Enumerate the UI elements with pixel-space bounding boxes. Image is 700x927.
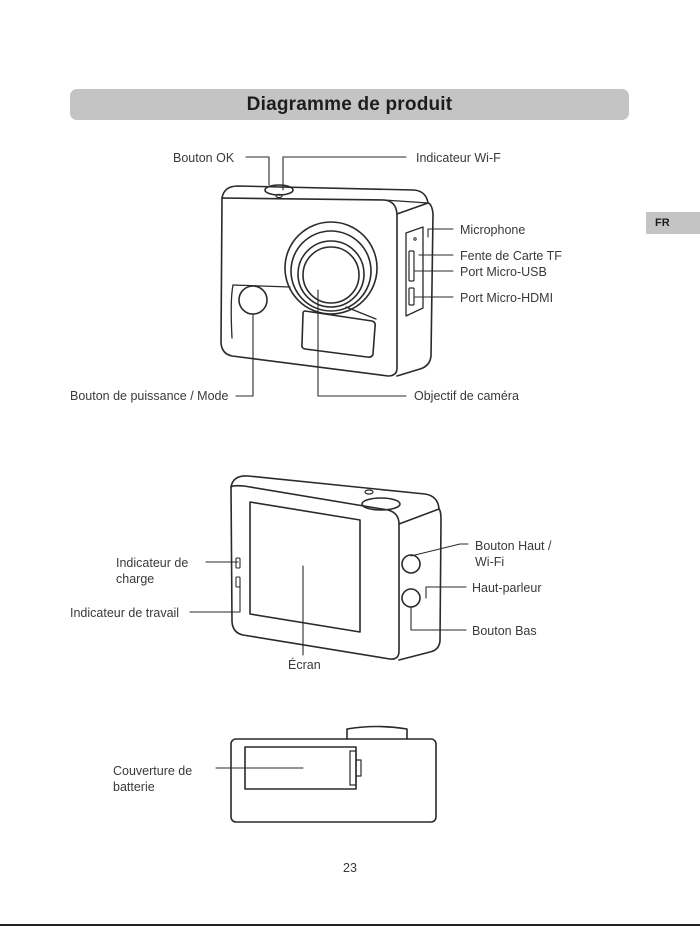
power-button-shape xyxy=(239,286,267,314)
label-wifi-indicator: Indicateur Wi-F xyxy=(416,150,501,166)
bottom-rule xyxy=(0,924,700,926)
label-battery-line2: batterie xyxy=(113,779,155,795)
label-ok-button: Bouton OK xyxy=(173,150,234,166)
label-lens: Objectif de caméra xyxy=(414,388,519,404)
label-work-indicator: Indicateur de travail xyxy=(70,605,179,621)
label-up-wifi-line2: Wi-Fi xyxy=(475,554,504,570)
label-charge-line1: Indicateur de xyxy=(116,555,188,571)
page-number: 23 xyxy=(0,861,700,875)
label-screen: Écran xyxy=(288,657,321,673)
lens-shape xyxy=(285,222,377,314)
camera-bottom-view xyxy=(231,727,436,823)
label-down-button: Bouton Bas xyxy=(472,623,537,639)
label-up-wifi-line1: Bouton Haut / xyxy=(475,538,551,554)
label-speaker: Haut-parleur xyxy=(472,580,541,596)
label-microphone: Microphone xyxy=(460,222,525,238)
label-battery-line1: Couverture de xyxy=(113,763,192,779)
label-tf-slot: Fente de Carte TF xyxy=(460,248,562,264)
label-micro-hdmi: Port Micro-HDMI xyxy=(460,290,553,306)
label-power-mode: Bouton de puissance / Mode xyxy=(70,388,228,404)
up-wifi-button-shape xyxy=(402,555,420,573)
label-micro-usb: Port Micro-USB xyxy=(460,264,547,280)
label-charge-line2: charge xyxy=(116,571,154,587)
down-button-shape xyxy=(402,589,420,607)
camera-back-view xyxy=(231,476,441,660)
screen-shape xyxy=(250,502,360,632)
